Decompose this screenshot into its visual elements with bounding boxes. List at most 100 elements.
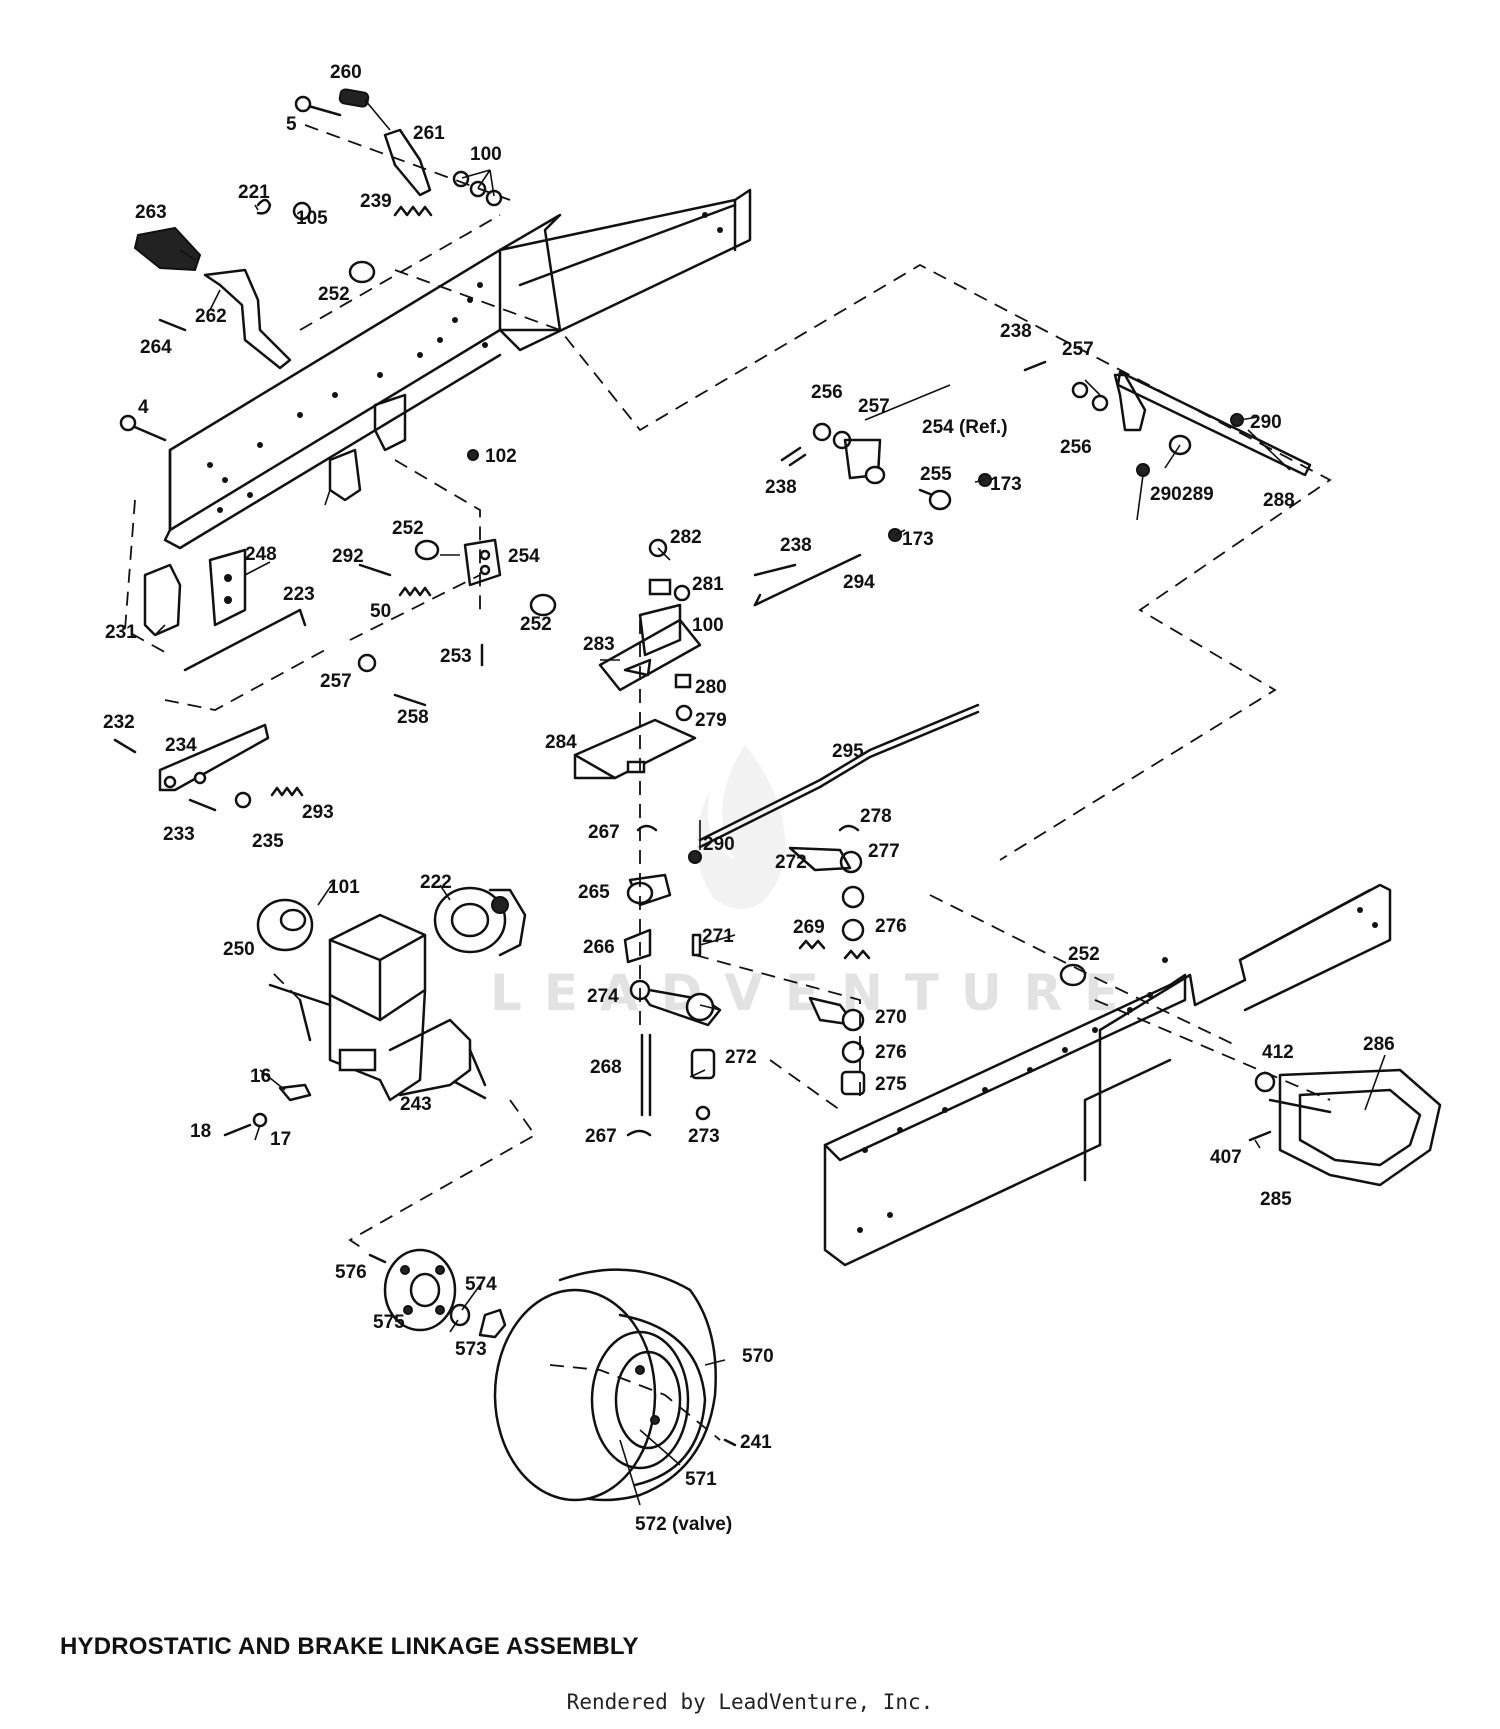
- callout: 295: [832, 741, 864, 762]
- callout: 238: [780, 535, 812, 556]
- callout: 252: [392, 518, 424, 539]
- callout: 271: [702, 926, 734, 947]
- callout: 241: [740, 1432, 772, 1453]
- callout: 248: [245, 544, 277, 565]
- callout: 221: [238, 182, 270, 203]
- callout: 284: [545, 732, 577, 753]
- callout: 250: [223, 939, 255, 960]
- callout: 266: [583, 937, 615, 958]
- callout: 270: [875, 1007, 907, 1028]
- callout: 572 (valve): [635, 1514, 732, 1535]
- callout: 276: [875, 1042, 907, 1063]
- callout: 290: [1150, 484, 1182, 505]
- callout: 257: [320, 671, 352, 692]
- wheel-570: [493, 1268, 737, 1502]
- callout: 232: [103, 712, 135, 733]
- watermark-text: LEADVENTURE: [490, 964, 1140, 1022]
- callout: 105: [296, 208, 328, 229]
- callout: 267: [588, 822, 620, 843]
- callout: 173: [902, 529, 934, 550]
- callout: 283: [583, 634, 615, 655]
- callout: 279: [695, 710, 727, 731]
- callout: 50: [370, 601, 391, 622]
- callout: 267: [585, 1126, 617, 1147]
- callout: 269: [793, 917, 825, 938]
- callout: 573: [455, 1339, 487, 1360]
- callout: 576: [335, 1262, 367, 1283]
- callout: 254 (Ref.): [922, 417, 1008, 438]
- callout: 239: [360, 191, 392, 212]
- callout: 231: [105, 622, 137, 643]
- callout: 274: [587, 986, 619, 1007]
- callout: 16: [250, 1066, 271, 1087]
- callout: 4: [138, 397, 149, 418]
- diagram-title: HYDROSTATIC AND BRAKE LINKAGE ASSEMBLY: [60, 1633, 639, 1660]
- callout: 282: [670, 527, 702, 548]
- callout: 17: [270, 1129, 291, 1150]
- callout: 294: [843, 572, 875, 593]
- callout: 238: [1000, 321, 1032, 342]
- callout: 288: [1263, 490, 1295, 511]
- callout: 18: [190, 1121, 211, 1142]
- callout: 252: [318, 284, 350, 305]
- callout: 574: [465, 1274, 497, 1295]
- callout: 234: [165, 735, 197, 756]
- callout: 233: [163, 824, 195, 845]
- callout: 272: [775, 852, 807, 873]
- callout: 252: [1068, 944, 1100, 965]
- callout: 407: [1210, 1147, 1242, 1168]
- callout: 173: [990, 474, 1022, 495]
- callout: 292: [332, 546, 364, 567]
- callout: 223: [283, 584, 315, 605]
- callout: 290: [703, 834, 735, 855]
- callout: 100: [692, 615, 724, 636]
- callout: 256: [1060, 437, 1092, 458]
- callout: 258: [397, 707, 429, 728]
- callout: 278: [860, 806, 892, 827]
- callout: 265: [578, 882, 610, 903]
- callout: 101: [328, 877, 360, 898]
- callout: 412: [1262, 1042, 1294, 1063]
- callout: 277: [868, 841, 900, 862]
- callout: 571: [685, 1469, 717, 1490]
- callout: 289: [1182, 484, 1214, 505]
- callout: 238: [765, 477, 797, 498]
- callout: 235: [252, 831, 284, 852]
- callout: 102: [485, 446, 517, 467]
- callout: 261: [413, 123, 445, 144]
- callout: 264: [140, 337, 172, 358]
- callout: 255: [920, 464, 952, 485]
- callout: 257: [858, 396, 890, 417]
- callout: 260: [330, 62, 362, 83]
- callout: 570: [742, 1346, 774, 1367]
- right-frame-rail: [823, 883, 1392, 1267]
- callout: 268: [590, 1057, 622, 1078]
- callout: 286: [1363, 1034, 1395, 1055]
- transmission-243: [256, 886, 527, 1102]
- callout: 280: [695, 677, 727, 698]
- callout: 100: [470, 144, 502, 165]
- callout-labels: 260 5 261 100 221 263 105 239 252 262 26…: [103, 62, 1395, 1535]
- callout: 257: [1062, 339, 1094, 360]
- callout: 285: [1260, 1189, 1292, 1210]
- render-credit: Rendered by LeadVenture, Inc.: [566, 1690, 934, 1714]
- callout: 293: [302, 802, 334, 823]
- callout: 290: [1250, 412, 1282, 433]
- callout: 575: [373, 1312, 405, 1333]
- callout: 281: [692, 574, 724, 595]
- callout: 254: [508, 546, 540, 567]
- callout: 253: [440, 646, 472, 667]
- callout: 5: [286, 114, 297, 135]
- callout: 272: [725, 1047, 757, 1068]
- callout: 262: [195, 306, 227, 327]
- leader-lines: [154, 99, 1386, 1506]
- dashed-group-lines: [124, 124, 1332, 1441]
- left-frame-rail: [163, 188, 752, 550]
- callout: 275: [875, 1074, 907, 1095]
- callout: 222: [420, 872, 452, 893]
- callout: 256: [811, 382, 843, 403]
- callout: 276: [875, 916, 907, 937]
- callout: 263: [135, 202, 167, 223]
- callout: 243: [400, 1094, 432, 1115]
